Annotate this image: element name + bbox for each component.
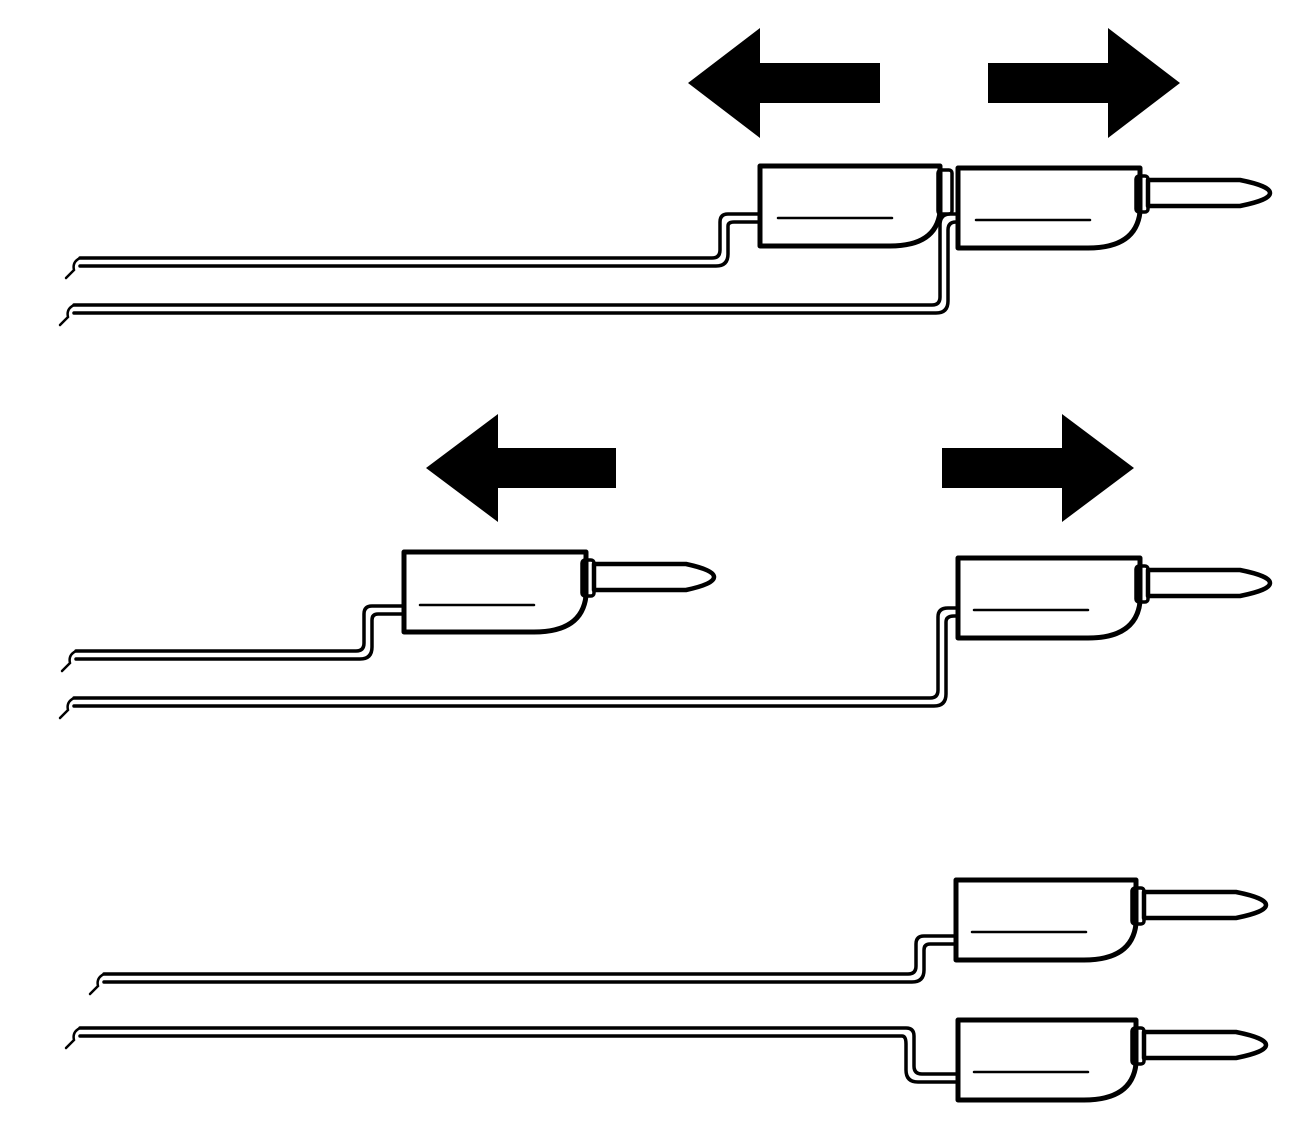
stage-3-plugs-stacked (64, 877, 1269, 1103)
banana-plug-left (401, 549, 717, 635)
stage-2-plugs-separated (58, 414, 1273, 720)
left-arrow-icon (426, 414, 616, 522)
left-arrow-icon (688, 28, 880, 138)
banana-plug-lower (955, 1017, 1269, 1103)
banana-plug-upper (953, 877, 1269, 963)
stage-1-plugs-joined (58, 28, 1273, 327)
wire-upper (60, 604, 408, 673)
wire-lower (58, 606, 962, 720)
wire-upper (64, 212, 764, 280)
wire-upper (88, 934, 960, 996)
banana-plug-right (955, 555, 1273, 641)
banana-plug-left (757, 163, 954, 249)
right-arrow-icon (988, 28, 1180, 138)
banana-plug-right (955, 165, 1273, 251)
wire-lower (64, 1026, 960, 1084)
right-arrow-icon (942, 414, 1134, 522)
